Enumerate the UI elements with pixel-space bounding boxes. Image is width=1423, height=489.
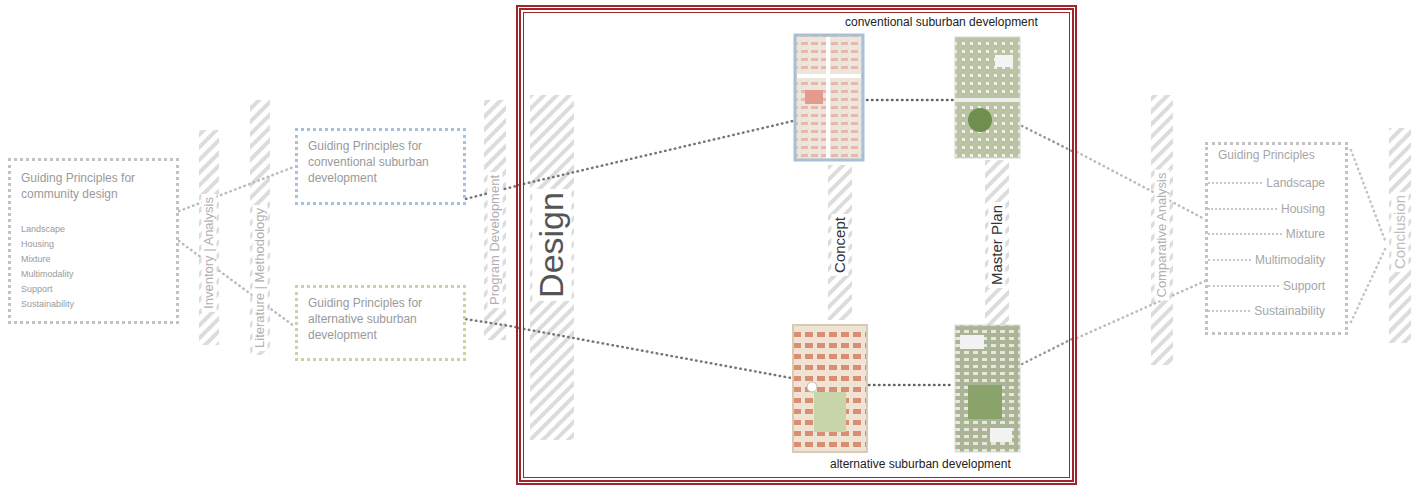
- principles-box: Guiding Principles for community designL…: [8, 158, 179, 324]
- list-item: Mixture: [21, 252, 168, 267]
- stage-label: Concept: [831, 214, 848, 276]
- building: [960, 335, 984, 349]
- leader-line: [1351, 150, 1386, 243]
- principle-item: Support: [1283, 278, 1325, 294]
- hatch-band: [484, 100, 506, 340]
- leader-line: [519, 328, 791, 378]
- principle-item: Multimodality: [1255, 252, 1325, 268]
- heading-row: Guiding Principles: [1208, 147, 1325, 163]
- building: [995, 55, 1013, 67]
- principle-item: Housing: [1281, 201, 1325, 217]
- conventional-concept-plan: [795, 35, 863, 160]
- list-item: Sustainability: [21, 297, 168, 312]
- leader-line: [1022, 126, 1074, 152]
- leader-dots: [1208, 310, 1250, 312]
- frame-caption: alternative suburban development: [830, 457, 1011, 471]
- principle-row: Support: [1208, 273, 1325, 299]
- principle-row: Multimodality: [1208, 247, 1325, 273]
- plan-sheet: [955, 325, 1020, 452]
- principle-row: Sustainability: [1208, 298, 1325, 324]
- hatch-band: [250, 100, 270, 355]
- dotted-connector: [1077, 281, 1205, 338]
- leader-line: [867, 99, 953, 102]
- result-box: Guiding PrinciplesLandscapeHousingMixtur…: [1205, 142, 1348, 335]
- leader-line: [1022, 338, 1074, 364]
- principle-item: Sustainability: [1254, 303, 1325, 319]
- leader-dots: [1208, 233, 1282, 235]
- park: [968, 108, 992, 132]
- stage-label: Inventory | Analysis: [202, 194, 217, 312]
- dotted-connector: [179, 167, 295, 212]
- principle-item: Landscape: [1266, 175, 1325, 191]
- list-item: Multimodality: [21, 267, 168, 282]
- principle-item: Mixture: [1286, 226, 1325, 242]
- alternative-concept-plan: [793, 325, 867, 452]
- stage-label: Literature | Methodology: [253, 205, 268, 351]
- leader-dots: [1208, 208, 1277, 210]
- list-item: Housing: [21, 237, 168, 252]
- alternative-master-plan: [955, 325, 1020, 452]
- park: [968, 385, 1002, 419]
- leader-line: [1351, 247, 1386, 322]
- principle-row: Landscape: [1208, 170, 1325, 196]
- leader-dots: [1208, 259, 1251, 261]
- stage-label: Program Development: [488, 172, 503, 308]
- hatch-band: [1389, 128, 1411, 343]
- alternative-box: Guiding Principles for alternative subur…: [295, 285, 466, 361]
- box-text: Guiding Principles for alternative subur…: [308, 295, 455, 343]
- road: [955, 98, 1020, 102]
- leader-dots: [1208, 285, 1279, 287]
- green-space: [814, 392, 846, 432]
- stage-label: Comparative Analysis: [1155, 170, 1170, 301]
- stage-label: Design: [532, 189, 571, 301]
- dotted-connector: [1077, 152, 1205, 219]
- plan-sheet: [795, 35, 863, 160]
- hatch-band: [1151, 95, 1173, 365]
- list-item: Landscape: [21, 222, 168, 237]
- plan-sheet: [955, 37, 1020, 158]
- conventional-box: Guiding Principles for conventional subu…: [295, 128, 466, 205]
- plaza: [807, 382, 817, 392]
- box-heading: Guiding Principles: [1218, 147, 1315, 163]
- center-block: [805, 90, 823, 104]
- list-item: Support: [21, 282, 168, 297]
- principle-row: Housing: [1208, 196, 1325, 222]
- building: [990, 428, 1012, 442]
- hatch-band: [199, 130, 219, 345]
- hatch-band: [828, 165, 852, 320]
- hatch-band: [985, 160, 1009, 325]
- plan-sheet: [793, 325, 867, 452]
- principle-row: Mixture: [1208, 221, 1325, 247]
- box-text: Guiding Principles for conventional subu…: [308, 138, 455, 186]
- hatch-band: [530, 95, 574, 440]
- conventional-master-plan: [955, 37, 1020, 158]
- stage-label: Conclusion: [1391, 192, 1408, 272]
- dotted-connector: [466, 319, 516, 327]
- leader-line: [869, 384, 953, 387]
- frame-caption: conventional suburban development: [845, 15, 1038, 29]
- road: [826, 37, 830, 158]
- box-heading: Guiding Principles for community design: [21, 170, 168, 202]
- leader-line: [519, 121, 793, 185]
- leader-dots: [1208, 182, 1262, 184]
- stage-label: Master Plan: [988, 202, 1005, 288]
- dotted-connector: [179, 241, 295, 327]
